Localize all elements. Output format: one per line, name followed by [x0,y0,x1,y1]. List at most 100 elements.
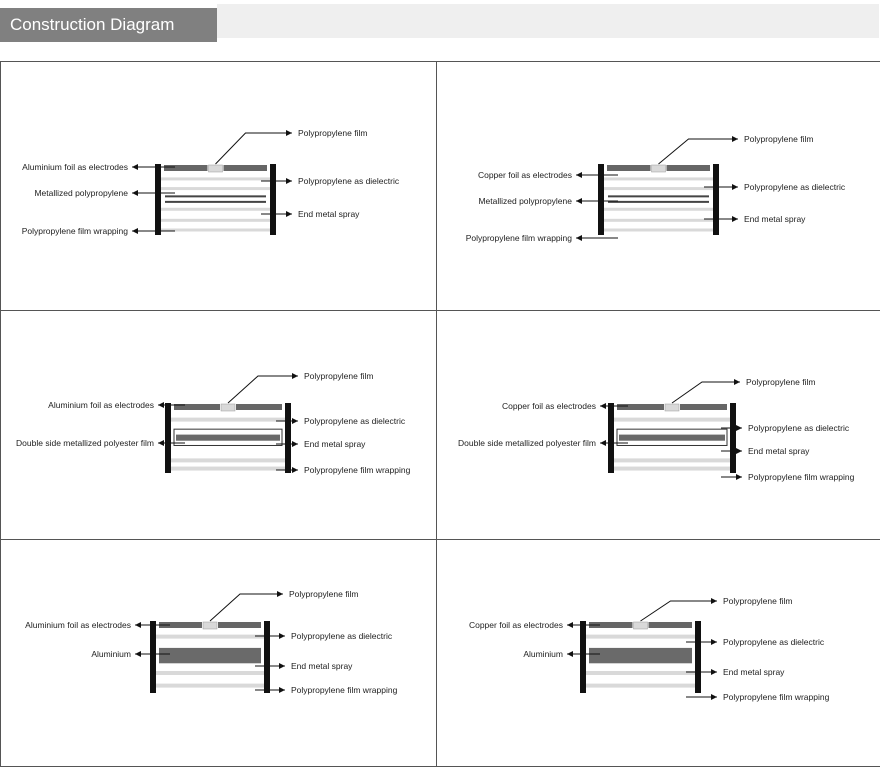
label-electrode: Copper foil as electrodes [478,170,572,180]
top-film-arrow [209,591,283,622]
end-spray-right [695,621,701,693]
top-film-gap [208,164,223,173]
label-top-film: Polypropylene film [746,377,815,387]
label-dielectric: Polypropylene as dielectric [723,637,825,647]
film-layer [603,207,714,211]
end-spray-right [713,164,719,235]
film-layer [160,228,271,232]
film-layer [170,417,286,422]
label-top-film: Polypropylene film [298,128,367,138]
capacitor-body [155,165,276,234]
label-electrode: Aluminium foil as electrodes [25,620,131,630]
metallized-layer [608,200,709,203]
end-spray-left [150,621,156,693]
label-wrapping: Polypropylene film wrapping [22,226,129,236]
film-layer [160,177,271,181]
foil-electrode-left [617,404,664,410]
label-dielectric: Polypropylene as dielectric [298,176,400,186]
header-bar [217,4,879,38]
aluminium-core [159,647,261,664]
capacitor-body [598,165,719,234]
top-film-gap [664,403,680,412]
label-middle: Metallized polypropylene [34,188,128,198]
film-layer [155,634,265,639]
metallized-layer [165,200,266,203]
label-wrapping: Polypropylene film wrapping [748,472,855,482]
foil-electrode-right [218,622,261,628]
label-top-film: Polypropylene film [289,589,358,599]
film-layer [160,207,271,211]
label-dielectric: Polypropylene as dielectric [748,423,850,433]
label-dielectric: Polypropylene as dielectric [304,416,406,426]
label-wrapping: Polypropylene film wrapping [291,685,398,695]
film-layer [155,683,265,688]
film-layer [613,458,731,463]
film-layer [603,177,714,181]
film-layer [160,187,271,191]
label-spray: End metal spray [304,439,366,449]
label-middle: Aluminium [523,649,563,659]
film-layer [585,671,696,675]
label-middle: Double side metallized polyester film [458,438,596,448]
end-spray-right [730,403,736,473]
aluminium-core [589,647,692,664]
grid-divider-horizontal [0,539,880,540]
top-film-arrow [227,373,298,404]
foil-electrode-right [648,622,692,628]
foil-electrode-left [164,165,208,171]
top-film-arrow [658,136,738,165]
film-layer [155,671,265,675]
end-spray-right [270,164,276,235]
film-layer [603,187,714,191]
film-layer [603,218,714,222]
diagram-grid [0,61,880,767]
foil-electrode-left [174,404,220,410]
film-layer [585,634,696,639]
film-layer [613,417,731,422]
label-wrapping: Polypropylene film wrapping [304,465,411,475]
top-film-gap [633,621,648,630]
label-spray: End metal spray [291,661,353,671]
foil-electrode-right [666,165,710,171]
foil-electrode-right [680,404,727,410]
label-electrode: Copper foil as electrodes [502,401,596,411]
foil-electrode-right [236,404,282,410]
label-top-film: Polypropylene film [744,134,813,144]
film-layer [585,683,696,688]
top-film-gap [651,164,666,173]
label-spray: End metal spray [748,446,810,456]
top-film-gap [220,403,236,412]
label-dielectric: Polypropylene as dielectric [291,631,393,641]
label-middle: Double side metallized polyester film [16,438,154,448]
polyester-film-core [176,434,280,441]
label-electrode: Aluminium foil as electrodes [48,400,154,410]
label-top-film: Polypropylene film [304,371,373,381]
label-top-film: Polypropylene film [723,596,792,606]
label-dielectric: Polypropylene as dielectric [744,182,846,192]
end-spray-right [264,621,270,693]
foil-electrode-left [159,622,202,628]
section-title: Construction Diagram [10,15,175,34]
grid-divider-vertical [436,61,437,767]
top-film-arrow [671,379,740,404]
film-layer [613,466,731,471]
foil-electrode-left [607,165,651,171]
label-spray: End metal spray [744,214,806,224]
film-layer [170,458,286,463]
end-spray-left [608,403,614,473]
polyester-film-core [619,434,725,441]
label-middle: Aluminium [91,649,131,659]
end-spray-left [165,403,171,473]
film-layer [603,228,714,232]
film-layer [170,466,286,471]
label-wrapping: Polypropylene film wrapping [723,692,830,702]
label-spray: End metal spray [298,209,360,219]
top-film-arrow [640,598,717,622]
end-spray-left [598,164,604,235]
end-spray-right [285,403,291,473]
foil-electrode-right [223,165,267,171]
